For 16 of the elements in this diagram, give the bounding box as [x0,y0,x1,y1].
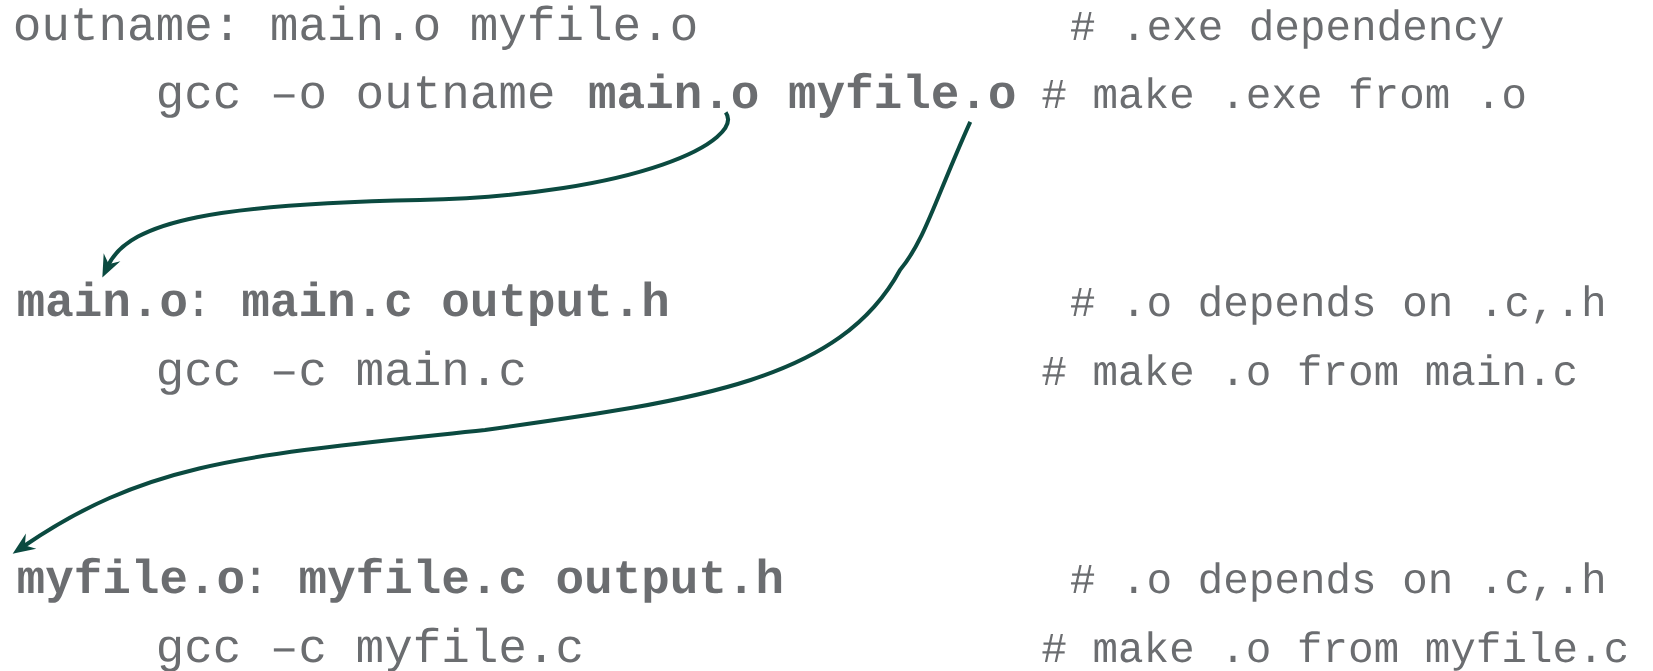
comment-text: # .exe dependency [1071,9,1503,49]
code-word: main.o [589,73,758,109]
code-text: outname: main.o myfile.o [15,5,696,50]
code-text: : main.c output.h [195,281,667,326]
code-word: main.o [18,281,186,317]
comment-text: # .o depends on .c,.h [1071,562,1603,602]
code-word: myfile.o [789,72,1015,118]
code-text: gcc –c myfile.c [159,627,581,671]
code-text: gcc –c main.c [159,350,524,395]
comment-text: # .o depends on .c,.h [1071,285,1603,325]
comment-text: # make .o from main.c [1042,354,1575,386]
comment-text: # make .exe from .o [1042,77,1525,109]
code-text: gcc –o outname [159,76,553,118]
code-text: : myfile.c output.h [252,557,782,603]
comment-text: # make .o from myfile.c [1042,631,1627,671]
code-word: myfile.o [18,557,243,603]
